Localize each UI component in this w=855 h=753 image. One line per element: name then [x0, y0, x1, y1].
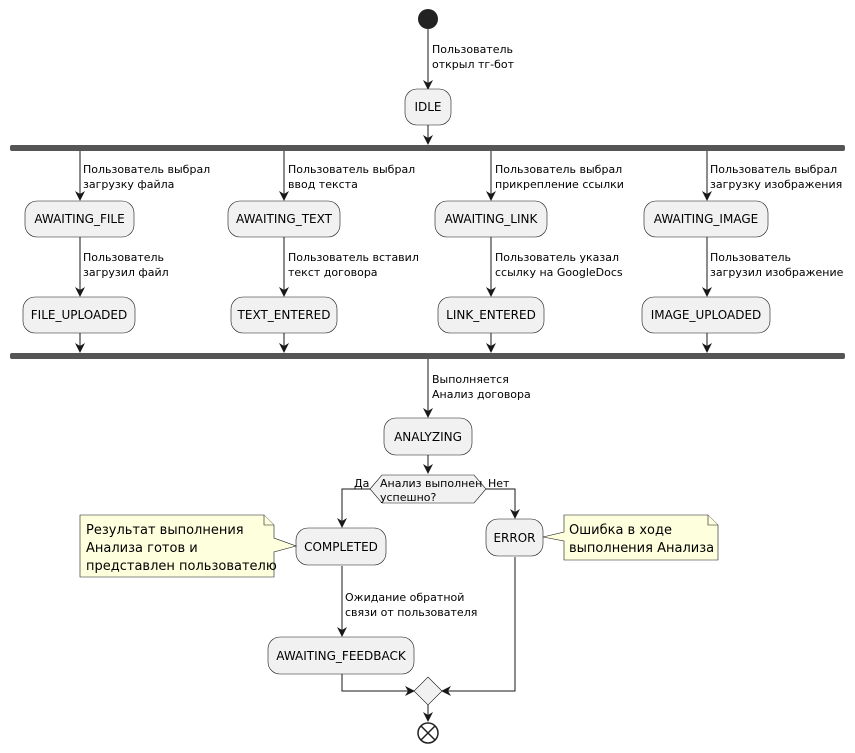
state-link-entered-label: LINK_ENTERED — [446, 308, 536, 322]
join-bar — [10, 353, 845, 359]
edge-file-done-label-2: загрузил файл — [83, 266, 169, 279]
state-file-uploaded-label: FILE_UPLOADED — [31, 308, 128, 322]
edge-link-done-label-2: ссылку на GoogleDocs — [495, 266, 623, 279]
edge-error-merge — [441, 557, 516, 696]
decision-question-line-2: успешно? — [380, 491, 437, 504]
state-awaiting-link-label: AWAITING_LINK — [445, 212, 539, 226]
merge-node — [413, 676, 443, 706]
edge-to-text-label-2: ввод текста — [288, 178, 358, 191]
state-awaiting-feedback-label: AWAITING_FEEDBACK — [276, 649, 407, 663]
edge-to-file-label-1: Пользователь выбрал — [83, 163, 210, 176]
edge-decision-no — [486, 488, 520, 519]
edge-to-file-label-2: загрузку файла — [83, 178, 174, 191]
edge-text-done-label-1: Пользователь вставил — [288, 251, 419, 264]
decision-no-label: Нет — [488, 477, 510, 490]
decision-question-line-1: Анализ выполнен — [380, 477, 482, 490]
decision-yes-label: Да — [354, 477, 369, 490]
edge-to-text-label-1: Пользователь выбрал — [288, 163, 415, 176]
state-completed — [295, 527, 387, 566]
state-error-label: ERROR — [493, 531, 535, 545]
edge-start-idle-label-2: открыл тг-бот — [432, 58, 515, 71]
state-awaiting-image — [643, 200, 769, 238]
end-node — [417, 722, 439, 744]
state-awaiting-text — [227, 200, 341, 238]
edge-to-analyzing-label-1: Выполняется — [432, 373, 509, 386]
start-node — [418, 9, 438, 29]
state-file-uploaded — [22, 296, 136, 334]
edge-to-image-label-1: Пользователь выбрал — [710, 163, 837, 176]
edge-link-done-label-1: Пользователь указал — [495, 251, 619, 264]
edge-decision-yes — [337, 488, 370, 528]
state-image-uploaded-label: IMAGE_UPLOADED — [651, 308, 762, 322]
note-completed-line-3: представлен пользователю — [86, 559, 277, 574]
note-completed-line-1: Результат выполнения — [86, 523, 244, 538]
note-completed — [79, 514, 297, 578]
edge-feedback-merge — [341, 674, 415, 696]
state-awaiting-link — [434, 200, 548, 238]
state-awaiting-text-label: AWAITING_TEXT — [236, 212, 333, 226]
edge-to-image-label-2: загрузку изображения — [710, 178, 842, 191]
edge-file-done-label-1: Пользователь — [83, 251, 164, 264]
state-analyzing-label: ANALYZING — [394, 430, 462, 444]
decision-node — [369, 474, 487, 504]
note-error-line-1: Ошибка в ходе — [569, 523, 672, 538]
state-analyzing — [383, 417, 473, 456]
state-idle-label: IDLE — [414, 100, 441, 114]
state-awaiting-image-label: AWAITING_IMAGE — [654, 212, 758, 226]
state-image-uploaded — [641, 296, 771, 334]
edge-to-feedback-label-2: связи от пользователя — [345, 606, 477, 619]
state-text-entered-label: TEXT_ENTERED — [237, 308, 331, 322]
fork-bar — [10, 145, 845, 151]
edge-text-done-label-2: текст договора — [288, 266, 378, 279]
edge-to-link-label-1: Пользователь выбрал — [495, 163, 622, 176]
edge-image-done-label-2: загрузил изображение — [710, 266, 844, 279]
state-awaiting-file-label: AWAITING_FILE — [34, 212, 124, 226]
edge-to-link-label-2: прикрепление ссылки — [495, 178, 624, 191]
edge-image-done-label-1: Пользователь — [710, 251, 791, 264]
edge-to-analyzing-label-2: Анализ договора — [432, 388, 531, 401]
state-error — [485, 518, 544, 557]
edge-to-feedback-label-1: Ожидание обратной — [345, 591, 464, 604]
state-link-entered — [437, 296, 545, 334]
note-completed-line-2: Анализа готов и — [86, 541, 198, 556]
state-text-entered — [230, 296, 338, 334]
edge-start-idle-label-1: Пользователь — [432, 43, 513, 56]
state-awaiting-file — [24, 200, 135, 238]
state-completed-label: COMPLETED — [304, 540, 378, 554]
note-error-line-2: выполнения Анализа — [569, 541, 714, 556]
state-awaiting-feedback — [267, 636, 415, 675]
state-idle — [404, 88, 452, 126]
